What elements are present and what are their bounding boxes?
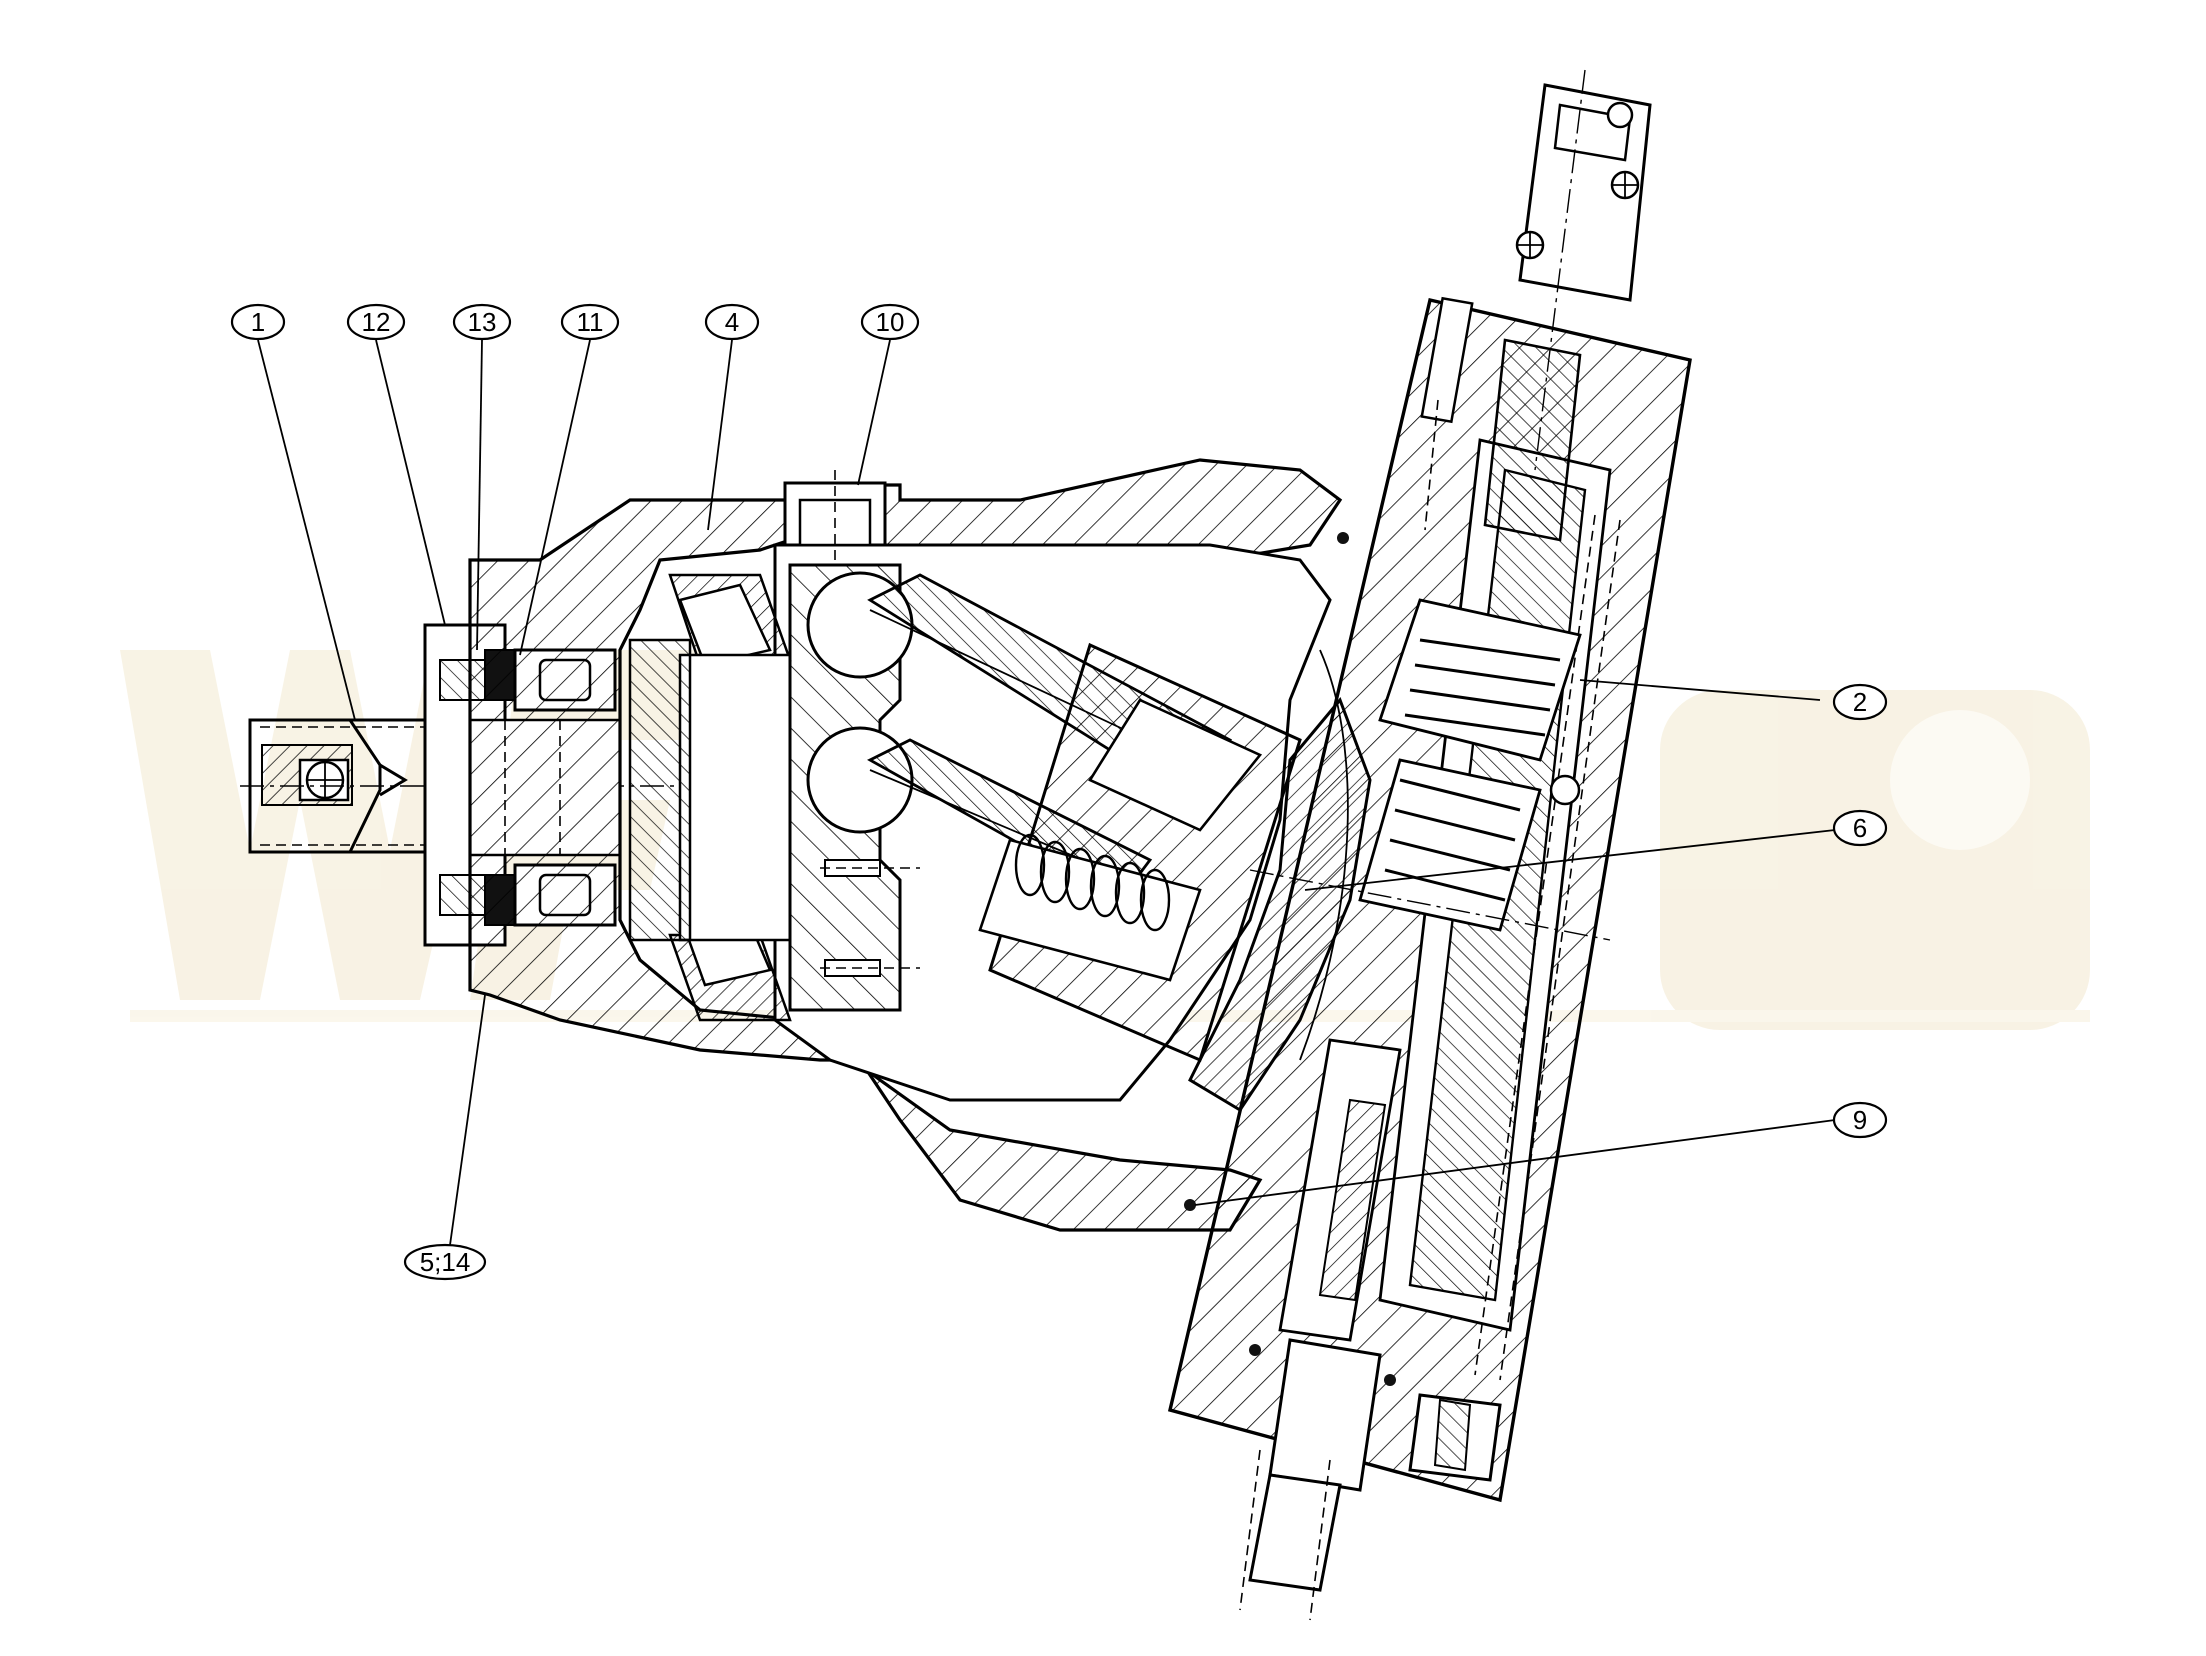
cylinder-block (978, 642, 1302, 1063)
control-spring (1404, 638, 1561, 737)
solenoid-controller (1420, 69, 1652, 542)
balloon-label: 1 (251, 307, 265, 337)
leader-lines (257, 339, 1836, 1246)
balloon-label: 9 (1853, 1105, 1867, 1135)
balloon-11: 11 (560, 303, 620, 341)
balloon-label: 12 (362, 307, 391, 337)
balloon-4: 4 (704, 303, 760, 341)
balloon-label: 10 (876, 307, 905, 337)
stroke-piston-spring (1384, 778, 1521, 902)
balloon-label: 13 (468, 307, 497, 337)
balloon-10: 10 (860, 303, 920, 341)
adjustment-screw (1239, 1338, 1502, 1621)
drive-flange (788, 563, 920, 1012)
port-plate (1167, 297, 1692, 1503)
balloon-12: 12 (346, 303, 406, 341)
balloon-label: 5;14 (420, 1247, 471, 1277)
balloon-6: 6 (1832, 809, 1888, 847)
balloon-label: 11 (577, 307, 604, 337)
tapered-bearings (628, 573, 792, 1022)
balloon-1: 1 (230, 303, 286, 341)
balloon-label: 4 (725, 307, 739, 337)
balloon-5-14: 5;14 (403, 1243, 487, 1281)
balloon-13: 13 (452, 303, 512, 341)
balloon-label: 2 (1853, 687, 1867, 717)
cylinder-spring (1014, 833, 1171, 932)
balloon-2: 2 (1832, 683, 1888, 721)
balloon-label: 6 (1853, 813, 1867, 843)
balloon-9: 9 (1832, 1101, 1888, 1139)
